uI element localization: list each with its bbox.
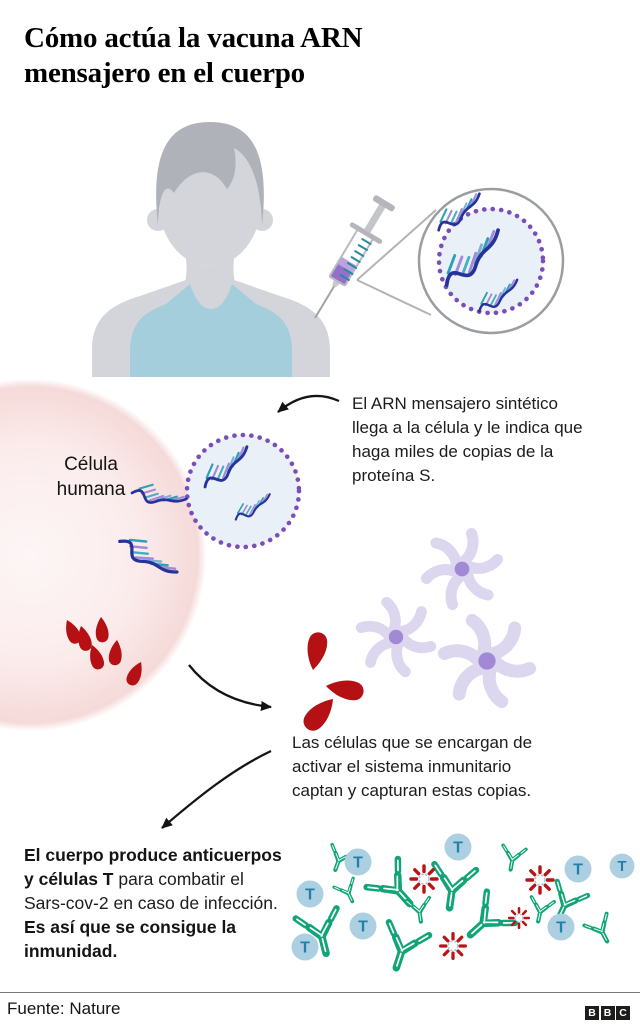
antibody-icon [499, 845, 526, 871]
antibody-icon [376, 922, 429, 974]
bbc-logo-block: B [600, 1006, 615, 1020]
hair [156, 122, 264, 226]
annotation-mrna-arrival: El ARN mensajero sintético llega a la cé… [352, 394, 583, 485]
immunity-cluster [291, 833, 635, 975]
magnifier-lines [356, 209, 437, 316]
annotation-immunity: El cuerpo produce anticuerpos y células … [24, 845, 282, 961]
annotation-immune-capture: Las células que se encargan de activar e… [292, 733, 533, 800]
dendritic-cell-icon [420, 525, 505, 614]
shirt [130, 284, 292, 377]
tcell-icon [609, 853, 635, 879]
virus-icon [409, 864, 439, 894]
virus-icon [525, 865, 555, 895]
neck [100, 258, 320, 328]
tcell-icon [547, 913, 575, 941]
arrow-to-cell-icon [277, 394, 340, 413]
dendritic-cell-icon [435, 607, 540, 716]
arrow-to-immunity-icon [161, 749, 272, 829]
footer-divider [0, 992, 640, 993]
virus-icon [507, 906, 531, 930]
antibody-icon [332, 876, 364, 908]
antibody-icon [429, 864, 476, 910]
tcell-icon [349, 912, 377, 940]
tcell-icon [444, 833, 472, 861]
source-credit: Fuente: Nature [7, 999, 121, 1018]
bbc-logo-block: C [616, 1006, 630, 1020]
cell-mrna-group [118, 432, 302, 591]
tcell-icon [296, 880, 324, 908]
protein-drop-icon [303, 630, 330, 672]
membrane-dotted-circle [436, 206, 546, 316]
tcell-icon [564, 855, 592, 883]
tcell-icon [344, 848, 372, 876]
bbc-logo-block: B [585, 1006, 599, 1020]
magnifier-circle [417, 187, 565, 335]
bbc-logo: B B C [585, 1006, 630, 1020]
tcell-icon [291, 933, 319, 961]
person-silhouette [92, 122, 330, 377]
virus-icon [439, 932, 467, 960]
arrow-to-proteins-icon [188, 664, 272, 711]
dendritic-cells [347, 525, 539, 716]
protein-drop-icon [324, 676, 366, 703]
antibody-icon [584, 914, 618, 948]
syringe-icon [314, 195, 395, 319]
antibody-icon [456, 892, 515, 951]
protein-cluster-b [299, 630, 366, 735]
dendritic-cell-icon [347, 588, 445, 686]
protein-drop-icon [299, 692, 341, 735]
arrow-icons [161, 394, 340, 829]
human-cell-blob [0, 315, 270, 795]
membrane-dotted-circle [184, 432, 302, 550]
